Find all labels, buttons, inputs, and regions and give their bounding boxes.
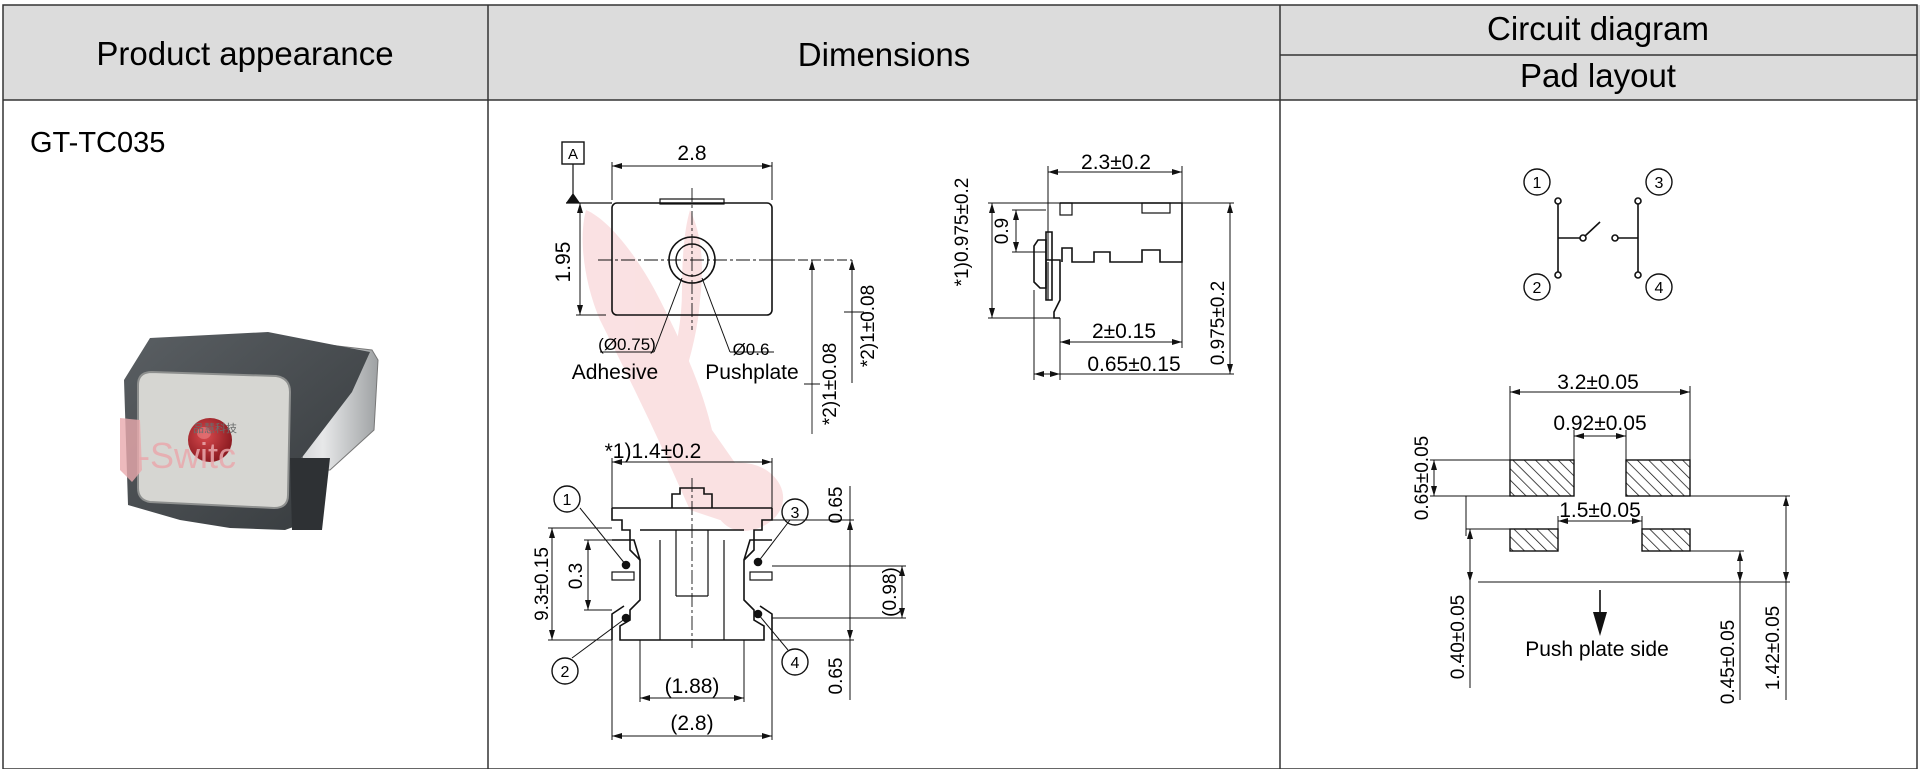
pad-total-height-label: 1.42±0.05 [1763, 606, 1784, 690]
front-pin-3: 3 [791, 505, 800, 522]
top-view-drawing [561, 141, 864, 434]
front-inner-width-label: (1.88) [665, 675, 720, 698]
push-plate-side-label: Push plate side [1525, 638, 1669, 661]
circuit-pin-4: 4 [1655, 280, 1664, 297]
circuit-pin-3: 3 [1655, 175, 1664, 192]
pad-3 [1625, 459, 1691, 497]
side-height-left-label: *1)0.975±0.2 [952, 178, 973, 287]
top-width-label: 2.8 [677, 142, 706, 165]
pad-height-label: 0.65±0.05 [1412, 436, 1433, 520]
front-inner-height-label: 0.3 [566, 563, 587, 589]
header-pad-layout: Pad layout [1520, 57, 1676, 94]
front-pin-1: 1 [563, 492, 572, 509]
adhesive-label: Adhesive [572, 361, 658, 384]
circuit-pin-1: 1 [1533, 175, 1542, 192]
pad-overall-width-label: 3.2±0.05 [1557, 371, 1639, 394]
offset-inner-label: *2)1±0.08 [858, 285, 879, 367]
front-pin-2: 2 [561, 664, 570, 681]
header-circuit-diagram: Circuit diagram [1487, 10, 1709, 47]
front-pin-bottom-label: 0.65 [826, 658, 847, 695]
front-outer-width-label: (2.8) [670, 712, 713, 735]
front-height-left-label: 9.3±0.15 [532, 547, 553, 621]
pad-1 [1509, 459, 1575, 497]
side-lead-label: 0.65±0.15 [1087, 353, 1180, 376]
header-product-appearance: Product appearance [96, 35, 393, 72]
pad-layout-drawing [1430, 386, 1790, 700]
dimensions-watermark [582, 210, 784, 531]
pad-inner-gap-label: 0.92±0.05 [1553, 412, 1646, 435]
product-model: GT-TC035 [30, 127, 165, 159]
side-thickness-label: 0.9 [992, 218, 1013, 244]
front-view-drawing [548, 458, 906, 740]
photo-brand-text: 品慧科技 [193, 421, 237, 435]
pad-lower-gap-label: 1.5±0.05 [1559, 499, 1641, 522]
header-dimensions: Dimensions [798, 36, 970, 73]
side-view-drawing [988, 166, 1234, 380]
front-top-width-label: *1)1.4±0.2 [605, 440, 702, 463]
pushplate-label: Pushplate [705, 361, 798, 384]
side-length-label: 2.3±0.2 [1081, 151, 1151, 174]
header-row-bg [3, 5, 1920, 100]
table-grid [2, 4, 1920, 769]
side-inner-length-label: 2±0.15 [1092, 320, 1156, 343]
datum-label: A [568, 146, 578, 163]
pad-4 [1641, 528, 1691, 552]
pad-2 [1509, 528, 1559, 552]
offset-outer-label: *2)1±0.08 [820, 343, 841, 425]
top-height-label: 1.95 [552, 242, 575, 283]
front-pin-gap-label: (0.98) [880, 567, 901, 617]
front-pin-4: 4 [791, 655, 800, 672]
circuit-pin-2: 2 [1533, 280, 1542, 297]
side-height-right-label: 0.975±0.2 [1208, 281, 1229, 365]
pushplate-dia-label: Ø0.6 [733, 340, 770, 359]
pad-lower-left-height-label: 0.40±0.05 [1448, 595, 1469, 679]
adhesive-dia-label: (Ø0.75) [598, 335, 656, 354]
product-photo: 品慧科技 -Switc [120, 332, 379, 530]
pad-lower-right-height-label: 0.45±0.05 [1718, 620, 1739, 704]
circuit-diagram [1523, 168, 1673, 301]
front-pin-top-label: 0.65 [826, 487, 847, 524]
photo-watermark: -Switc [138, 435, 236, 476]
